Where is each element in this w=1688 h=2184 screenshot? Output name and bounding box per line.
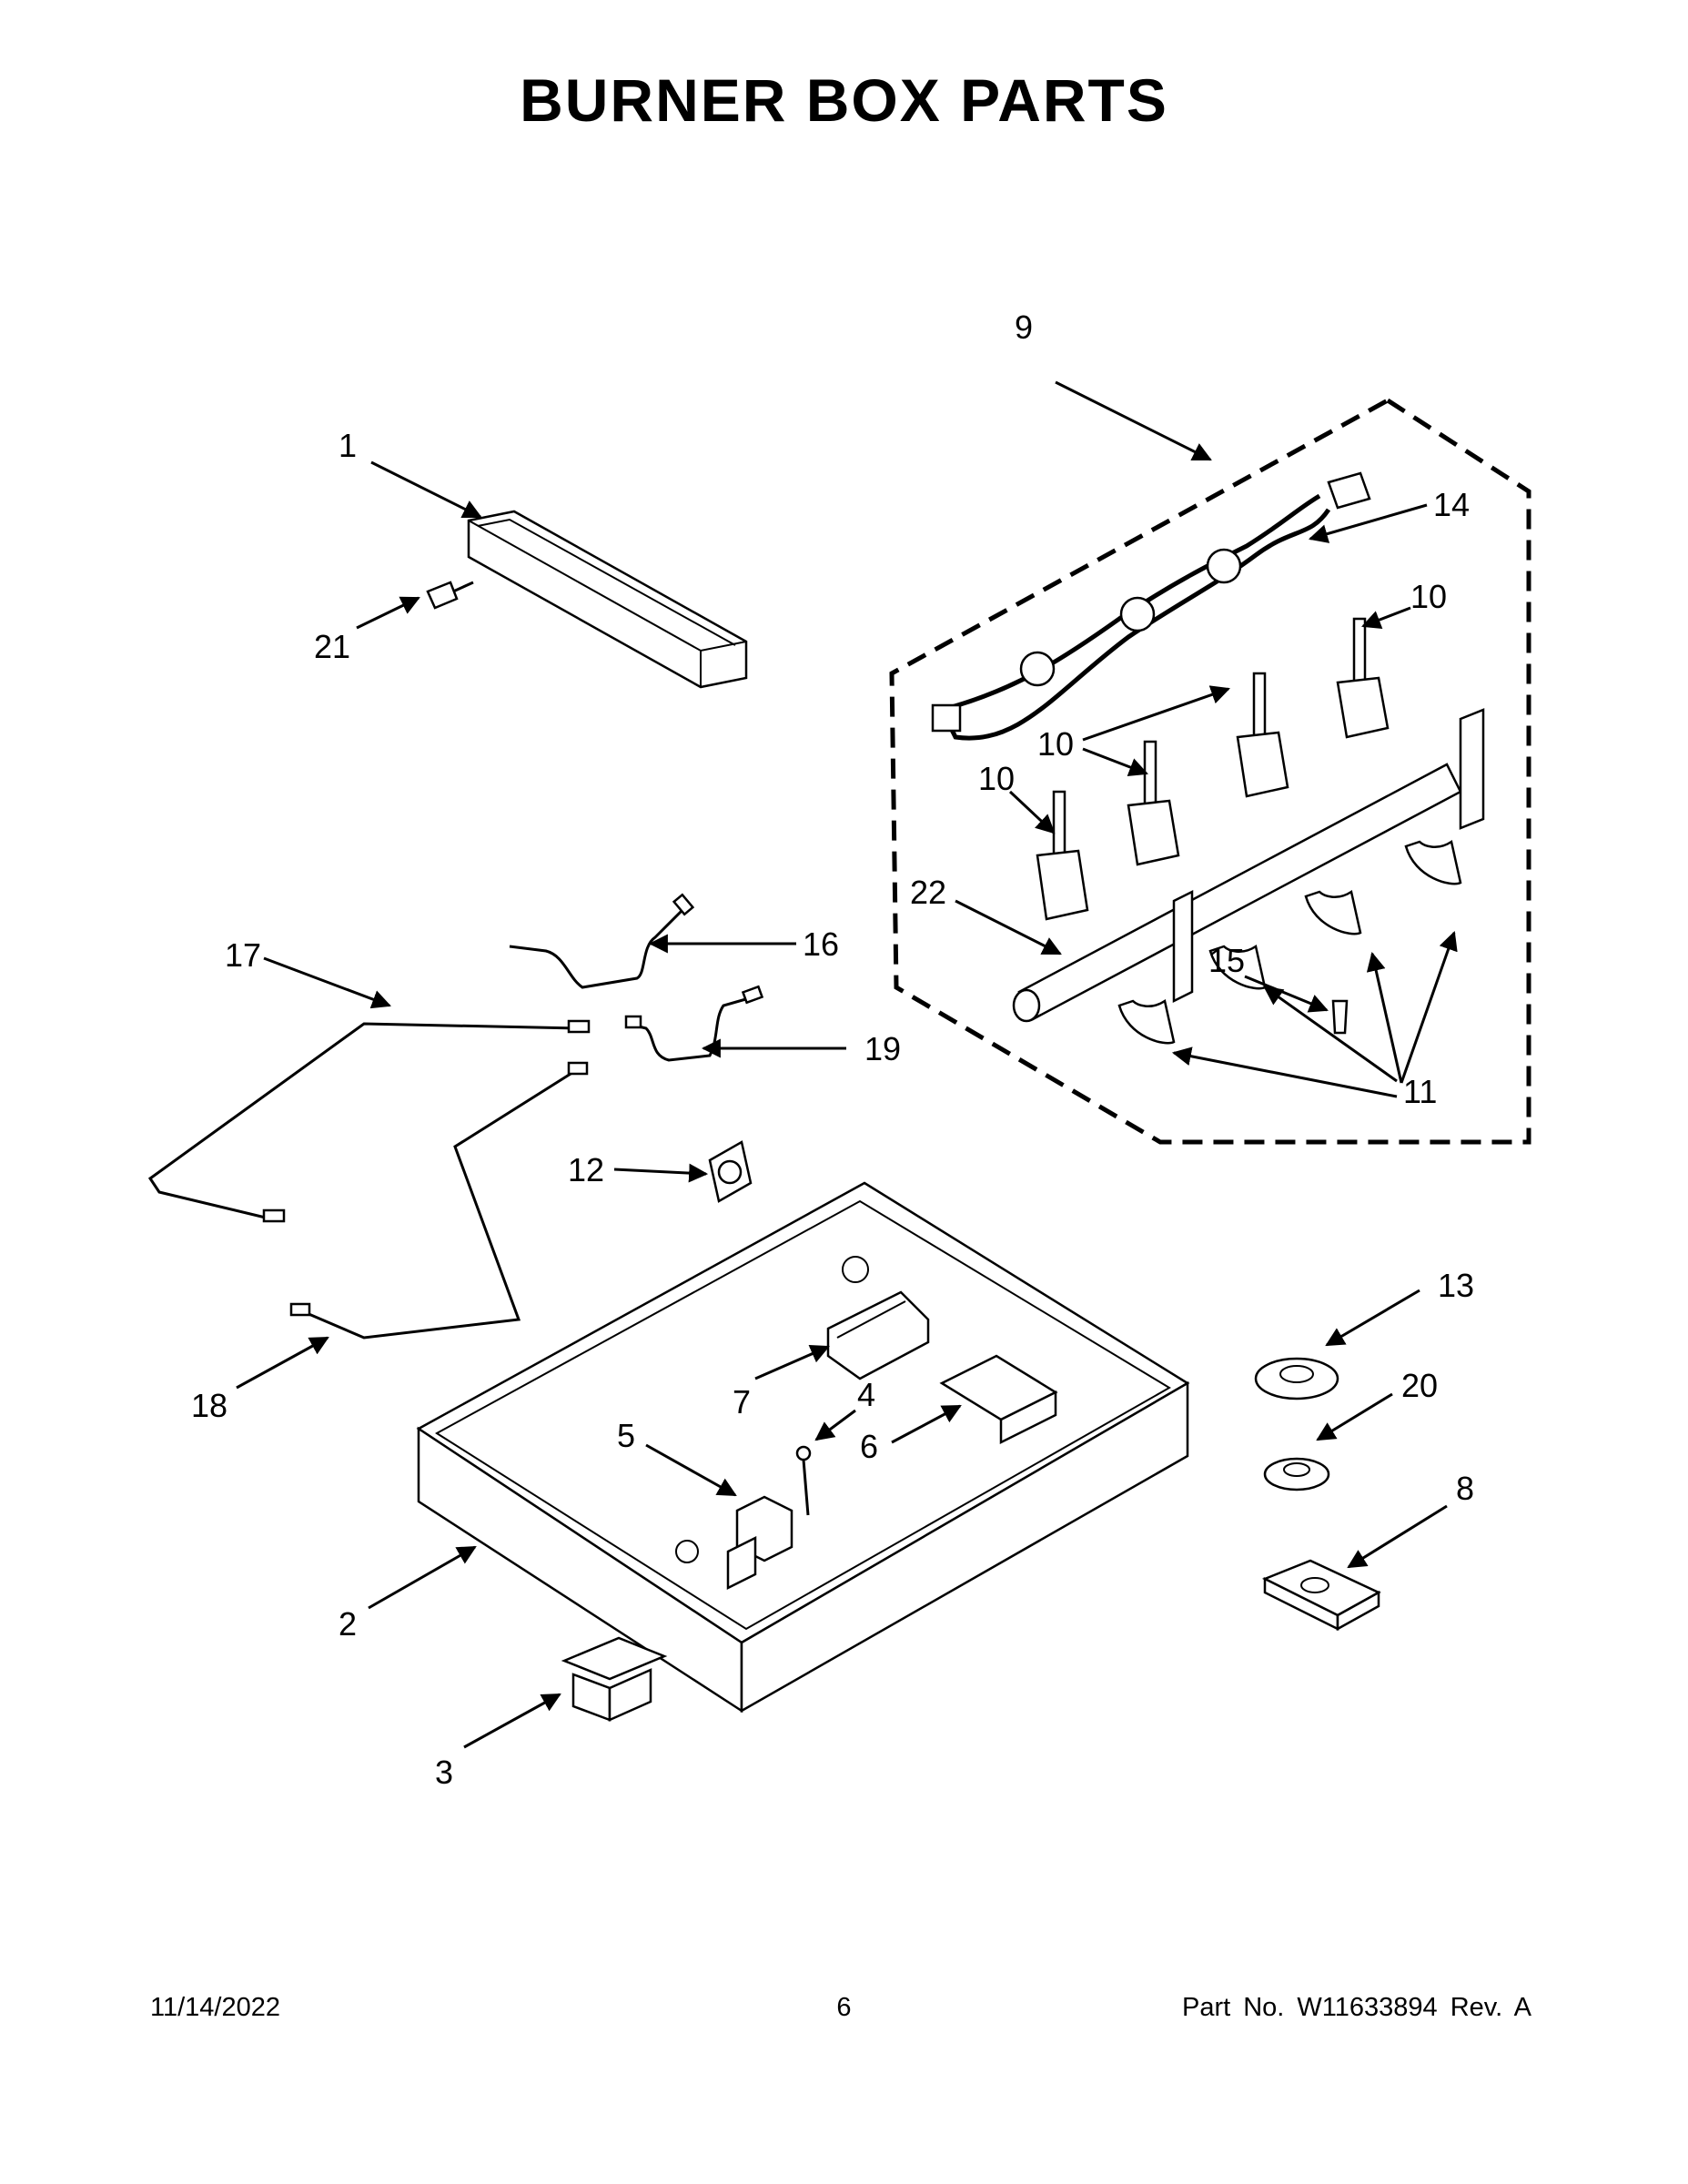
part-13-burner-base	[1254, 1357, 1339, 1400]
page-title: BURNER BOX PARTS	[520, 66, 1168, 134]
callout-6: 6	[860, 1428, 878, 1465]
callout-5: 5	[617, 1417, 635, 1454]
part-19-tube	[624, 985, 764, 1062]
footer-part-number: Part No. W11633894 Rev. A	[1181, 1993, 1531, 2022]
callout-19: 19	[864, 1030, 901, 1067]
callout-13: 13	[1438, 1267, 1474, 1304]
part-14-wire-harness	[931, 471, 1371, 741]
callout-21: 21	[314, 628, 350, 665]
part-20-burner-base	[1263, 1457, 1330, 1491]
part-18-tube	[289, 1061, 589, 1340]
leader-lines	[236, 380, 1458, 1749]
callout-15: 15	[1208, 942, 1245, 979]
part-17-tube	[147, 1019, 591, 1223]
callout-7: 7	[733, 1383, 751, 1421]
part-16-tube	[509, 893, 695, 989]
callout-14: 14	[1433, 486, 1470, 523]
callout-3: 3	[435, 1754, 453, 1791]
callout-22: 22	[910, 874, 946, 911]
part-15-screw	[1331, 999, 1349, 1035]
part-21-screw	[426, 581, 474, 610]
callout-16: 16	[803, 925, 839, 963]
callout-10-middle: 10	[1037, 725, 1074, 763]
part-22-manifold	[1012, 708, 1485, 1023]
part-2-burner-box	[416, 1181, 1190, 1714]
callout-10-right: 10	[1410, 578, 1447, 615]
callout-17: 17	[225, 936, 261, 974]
part-3-junction-box	[561, 1636, 668, 1722]
part-12-regulator	[708, 1140, 753, 1203]
valve-kit-dashed-boundary	[889, 398, 1531, 1145]
callout-10-left: 10	[978, 760, 1015, 797]
part-11-clamps	[1117, 839, 1462, 1045]
callout-20: 20	[1401, 1367, 1438, 1404]
part-4-screw	[795, 1445, 812, 1516]
callout-8: 8	[1456, 1470, 1474, 1507]
part-6-bracket	[939, 1354, 1058, 1445]
callout-9: 9	[1015, 308, 1033, 346]
callout-labels: 1 21 9 14 10 10 10 22 15 11 16 17 19 12 …	[191, 308, 1474, 1791]
part-1-trim-bar	[467, 510, 748, 689]
footer-date: 11/14/2022	[150, 1993, 280, 2022]
part-5-bracket	[726, 1495, 793, 1591]
callout-11: 11	[1403, 1073, 1437, 1110]
callout-18: 18	[191, 1387, 227, 1424]
footer-page-number: 6	[836, 1993, 852, 2022]
part-10-valves	[1036, 617, 1390, 921]
callout-4: 4	[857, 1376, 875, 1413]
callout-12: 12	[568, 1151, 604, 1188]
callout-1: 1	[339, 427, 357, 464]
part-8-plate	[1261, 1559, 1381, 1632]
callout-2: 2	[339, 1605, 357, 1643]
